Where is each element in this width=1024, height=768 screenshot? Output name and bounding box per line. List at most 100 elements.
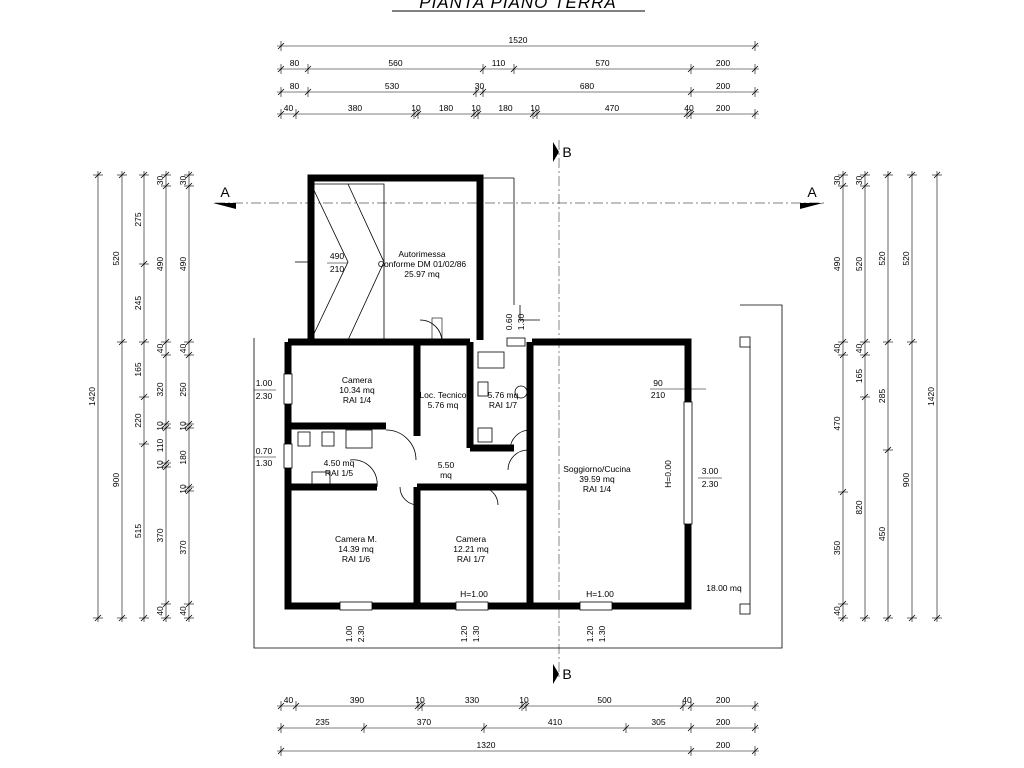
porch-pillar-top [739,336,751,348]
garage-door-frame [311,183,385,340]
dim-right-3-label: 450 [877,527,887,541]
opening-labels: 490 210 1.00 2.30 0.70 1.30 0.60 1.30 90… [254,251,742,642]
dim-top-4-label: 10 [530,103,540,113]
window-living [683,401,693,525]
svg-text:3.00: 3.00 [702,466,719,476]
svg-text:RAI 1/6: RAI 1/6 [342,554,371,564]
dim-top-4-label: 200 [716,103,730,113]
plan-title: PIANTA PIANO TERRA [419,0,616,12]
dim-left-5-label: 180 [178,450,188,464]
svg-text:1.30: 1.30 [471,625,481,642]
dim-right-1-label: 470 [832,416,842,430]
dim-right-2-label: 30 [854,176,864,186]
dim-left-5-label: 10 [178,421,188,431]
dim-top-3-label: 680 [580,81,594,91]
dim-top-2-label: 110 [492,58,506,68]
svg-text:Camera: Camera [456,534,487,544]
svg-text:5.50: 5.50 [438,460,455,470]
garage-door-swing-2 [347,183,385,341]
room-living: Soggiorno/Cucina 39.59 mq RAI 1/4 [563,464,631,494]
svg-text:0.70: 0.70 [256,446,273,456]
svg-text:Camera M.: Camera M. [335,534,377,544]
window-bath [283,443,293,469]
svg-text:1.30: 1.30 [256,458,273,468]
dim-bottom-1-label: 40 [682,695,692,705]
dim-left-4-label: 10 [155,460,165,470]
dim-left-3-label: 515 [133,524,143,538]
door-swing-living [507,449,529,471]
dim-bottom-2-label: 235 [315,717,329,727]
sink-fixture [311,471,331,485]
svg-text:RAI 1/7: RAI 1/7 [457,554,486,564]
svg-text:Camera: Camera [342,375,373,385]
section-a-right-label: A [807,184,817,200]
dim-top-4-label: 180 [498,103,512,113]
svg-text:H=0.00: H=0.00 [663,460,673,488]
section-a-right-arrow [800,203,823,209]
svg-text:5.76 mq: 5.76 mq [488,390,519,400]
svg-text:2.30: 2.30 [356,625,366,642]
dim-bottom-2-label: 370 [417,717,431,727]
dim-left-5-label: 40 [178,344,188,354]
dim-top-2-label: 200 [716,58,730,68]
dim-top-4-label: 40 [684,103,694,113]
dim-right-4-label: 520 [901,251,911,265]
door-swing-bath2 [509,429,531,451]
door-swing-camera2 [479,486,499,506]
svg-text:Conforme DM 01/02/86: Conforme DM 01/02/86 [378,259,467,269]
dim-left-5-label: 40 [178,606,188,616]
dim-left-3-label: 165 [133,362,143,376]
svg-text:1.20: 1.20 [459,625,469,642]
room-corridor: 5.50 mq [438,460,455,480]
dim-top-4-label: 10 [471,103,481,113]
dim-right-1-label: 40 [832,606,842,616]
dim-bottom-1-label: 10 [415,695,425,705]
hatch-door [431,317,443,343]
svg-text:Autorimessa: Autorimessa [398,249,446,259]
dim-bottom-1-label: 10 [519,695,529,705]
dim-top-2-label: 560 [388,58,402,68]
dim-top-3-label: 530 [385,81,399,91]
boiler-fixture [477,427,493,443]
section-b-bottom-label: B [562,666,571,682]
dim-right-1-label: 350 [832,541,842,555]
window-living-bottom [579,601,613,611]
dim-top-2-label: 570 [595,58,609,68]
dim-top-4-label: 10 [411,103,421,113]
svg-text:Loc. Tecnico: Loc. Tecnico [419,390,466,400]
dim-bottom-2-label: 305 [651,717,665,727]
dim-top-3-label: 80 [290,81,300,91]
shower2-fixture [477,351,505,369]
svg-text:12.21 mq: 12.21 mq [453,544,489,554]
svg-text:mq: mq [440,470,452,480]
dim-left-2-label: 900 [111,473,121,487]
svg-text:1.30: 1.30 [516,313,526,330]
section-a-left-label: A [220,184,230,200]
garage-door-swing [310,183,349,341]
dim-left-5-label: 490 [178,257,188,271]
dim-left-4-label: 30 [155,176,165,186]
porch-area: 18.00 mq [706,583,742,593]
dim-top-4-label: 380 [348,103,362,113]
shower-fixture [345,429,373,449]
dim-bottom-1-label: 390 [350,695,364,705]
sink2-fixture [514,385,528,399]
dim-right-3-label: 520 [877,251,887,265]
dim-right-1-label: 30 [832,176,842,186]
dim-right-2-label: 520 [854,257,864,271]
svg-text:39.59 mq: 39.59 mq [579,474,615,484]
section-b-top-arrow [553,142,559,162]
svg-text:RAI 1/5: RAI 1/5 [325,468,354,478]
svg-text:1.20: 1.20 [585,625,595,642]
svg-text:1.00: 1.00 [256,378,273,388]
dim-left-4-label: 320 [155,382,165,396]
svg-text:210: 210 [651,390,665,400]
section-b-top-label: B [562,144,571,160]
dim-left-5-label: 370 [178,540,188,554]
dim-left-3-label: 220 [133,413,143,427]
dim-bottom-2-label: 200 [716,717,730,727]
dim-right-1-label: 40 [832,344,842,354]
room-bath2: 5.76 mq RAI 1/7 [488,390,519,410]
garage-walls [307,174,484,340]
dim-left-4-label: 370 [155,528,165,542]
